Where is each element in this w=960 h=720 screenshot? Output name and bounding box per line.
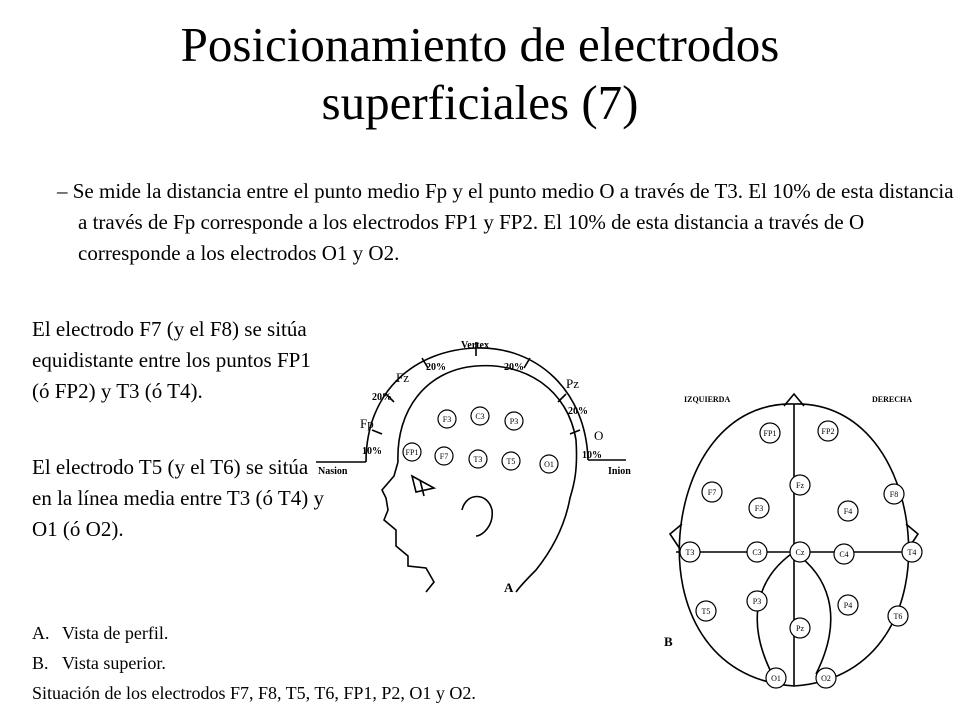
label-izquierda: IZQUIERDA <box>684 395 730 404</box>
top-electrode-t5 <box>695 600 717 622</box>
label-fz: Fz <box>396 370 409 385</box>
caption-b-text: Vista superior. <box>62 653 166 673</box>
label-inion: Inion <box>608 466 631 477</box>
top-electrode-o1 <box>765 667 787 689</box>
label-o: O <box>594 428 603 443</box>
top-electrode-label-c4: C4 <box>839 550 848 559</box>
profile-electrode-t5 <box>501 451 521 471</box>
top-electrode-cz <box>789 541 811 563</box>
paragraph-t5: El electrodo T5 (y el T6) se sitúa en la… <box>32 455 324 541</box>
nose-outline <box>783 392 805 407</box>
profile-electrode-label-c3: C3 <box>475 412 484 421</box>
label-pct-front: 10% <box>362 446 382 457</box>
measure-arc <box>365 347 589 463</box>
paragraph-f7: El electrodo F7 (y el F8) se sitúa equid… <box>32 317 311 403</box>
profile-electrode-c3 <box>470 406 490 426</box>
slide-title: Posicionamiento de electrodos superficia… <box>0 16 960 132</box>
label-pct-top-left: 20% <box>426 362 446 373</box>
top-electrode-label-fp2: FP2 <box>822 427 835 436</box>
profile-electrode-fp1 <box>402 442 422 462</box>
title-line-1: Posicionamiento de electrodos <box>180 17 780 72</box>
top-electrode-label-f8: F8 <box>890 490 898 499</box>
top-electrode-label-f4: F4 <box>844 507 852 516</box>
top-electrode-fp2 <box>817 420 839 442</box>
top-electrode-t3 <box>679 541 701 563</box>
profile-electrode-f7 <box>434 446 454 466</box>
top-electrode-label-o2: O2 <box>821 674 831 683</box>
top-electrode-c4 <box>833 543 855 565</box>
bullet-marker: – <box>57 179 68 203</box>
top-electrode-f4 <box>837 500 859 522</box>
top-electrode-label-f3: F3 <box>755 504 763 513</box>
profile-electrode-o1 <box>539 454 559 474</box>
head-outline <box>397 364 578 593</box>
top-electrode-f7 <box>701 481 723 503</box>
inner-arc-left <box>756 551 795 675</box>
profile-electrode-label-t5: T5 <box>507 457 516 466</box>
profile-electrode-label-fp1: FP1 <box>406 448 419 457</box>
top-electrode-label-p3: P3 <box>753 597 761 606</box>
label-derecha: DERECHA <box>872 395 912 404</box>
top-electrode-label-o1: O1 <box>771 674 781 683</box>
label-pz: Pz <box>566 376 579 391</box>
ear-outline <box>461 495 493 537</box>
caption-a: A. Vista de perfil. <box>32 618 476 648</box>
profile-electrode-label-p3: P3 <box>510 417 518 426</box>
caption-a-marker: A. <box>32 623 50 643</box>
figure-captions: A. Vista de perfil. B. Vista superior. Sit… <box>32 618 476 708</box>
top-electrode-t4 <box>901 541 923 563</box>
top-electrode-c3 <box>746 541 768 563</box>
label-panel-b: B <box>664 634 673 649</box>
top-electrode-label-fz: Fz <box>796 481 804 490</box>
label-pct-right: 20% <box>568 406 588 417</box>
top-electrode-t6 <box>887 605 909 627</box>
top-electrode-label-pz: Pz <box>796 624 804 633</box>
profile-electrode-f3 <box>437 409 457 429</box>
label-pct-left: 20% <box>372 392 392 403</box>
bullet-text: Se mide la distancia entre el punto medi… <box>72 179 954 265</box>
profile-electrode-label-f7: F7 <box>440 452 448 461</box>
top-electrode-fp1 <box>759 422 781 444</box>
top-electrode-p4 <box>837 594 859 616</box>
title-line-2: superficiales (7) <box>321 75 639 130</box>
profile-electrode-label-f3: F3 <box>443 415 451 424</box>
top-electrode-fz <box>789 474 811 496</box>
caption-b: B. Vista superior. <box>32 648 476 678</box>
profile-electrode-t3 <box>468 449 488 469</box>
inner-arc-right <box>793 551 832 675</box>
top-electrode-label-t5: T5 <box>702 607 711 616</box>
top-electrode-label-f7: F7 <box>708 488 716 497</box>
caption-summary: Situación de los electrodos F7, F8, T5, … <box>32 683 476 703</box>
top-electrode-label-c3: C3 <box>752 548 761 557</box>
top-electrode-f8 <box>883 483 905 505</box>
profile-electrode-label-t3: T3 <box>474 455 483 464</box>
bullet-paragraph: – Se mide la distancia entre el punto me… <box>46 176 958 269</box>
label-pct-top-right: 20% <box>504 362 524 373</box>
profile-electrode-p3 <box>504 411 524 431</box>
top-electrode-label-t6: T6 <box>894 612 903 621</box>
profile-view-diagram: Vertex 20% 20% 20% 20% 10% 10% Nasion In… <box>316 340 631 595</box>
label-pct-back: 10% <box>582 450 602 461</box>
top-electrode-label-p4: P4 <box>844 601 852 610</box>
label-nasion: Nasion <box>318 466 348 477</box>
label-fp: Fp <box>360 416 374 431</box>
profile-electrode-label-o1: O1 <box>544 460 554 469</box>
top-electrode-pz <box>789 617 811 639</box>
label-panel-a: A <box>504 580 514 595</box>
caption-b-marker: B. <box>32 653 49 673</box>
ear-left <box>668 523 683 553</box>
top-electrode-label-t3: T3 <box>686 548 695 557</box>
face-outline <box>381 461 435 593</box>
eye-outline <box>410 474 437 493</box>
top-electrode-label-cz: Cz <box>796 548 805 557</box>
top-electrode-label-fp1: FP1 <box>764 429 777 438</box>
top-electrode-label-t4: T4 <box>908 548 917 557</box>
top-electrode-p3 <box>746 590 768 612</box>
top-electrode-f3 <box>748 497 770 519</box>
top-electrode-o2 <box>815 667 837 689</box>
caption-a-text: Vista de perfil. <box>62 623 169 643</box>
label-vertex: Vertex <box>461 340 489 351</box>
